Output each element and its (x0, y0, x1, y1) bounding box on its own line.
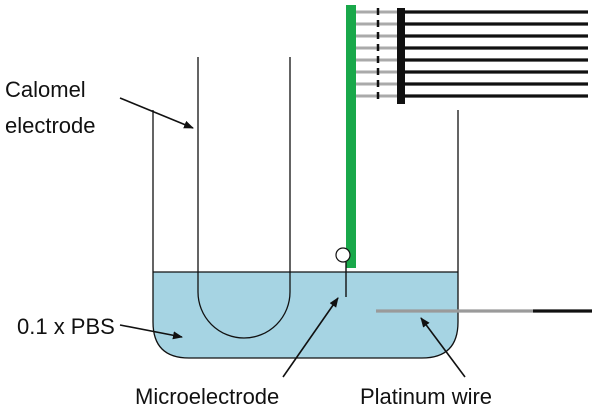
calomel-arrow (119, 97, 194, 129)
pbs-solution (153, 272, 458, 358)
calomel-label-line2: electrode (5, 113, 96, 138)
calomel-electrode (197, 57, 291, 339)
microelectrode-arrow (282, 297, 339, 378)
platinum-wire-arrow (420, 317, 466, 378)
lead-wires (405, 10, 588, 98)
pbs-label: 0.1 x PBS (17, 314, 115, 339)
connector-bar (397, 8, 405, 104)
calomel-label-line1: Calomel (5, 77, 86, 102)
microelectrode-shank (346, 5, 356, 268)
pbs-arrow (119, 324, 183, 340)
platinum-wire-label: Platinum wire (360, 384, 492, 409)
beaker-outline (152, 110, 459, 359)
microelectrode-label: Microelectrode (135, 384, 279, 409)
electrode-tip-bubble (335, 247, 351, 263)
